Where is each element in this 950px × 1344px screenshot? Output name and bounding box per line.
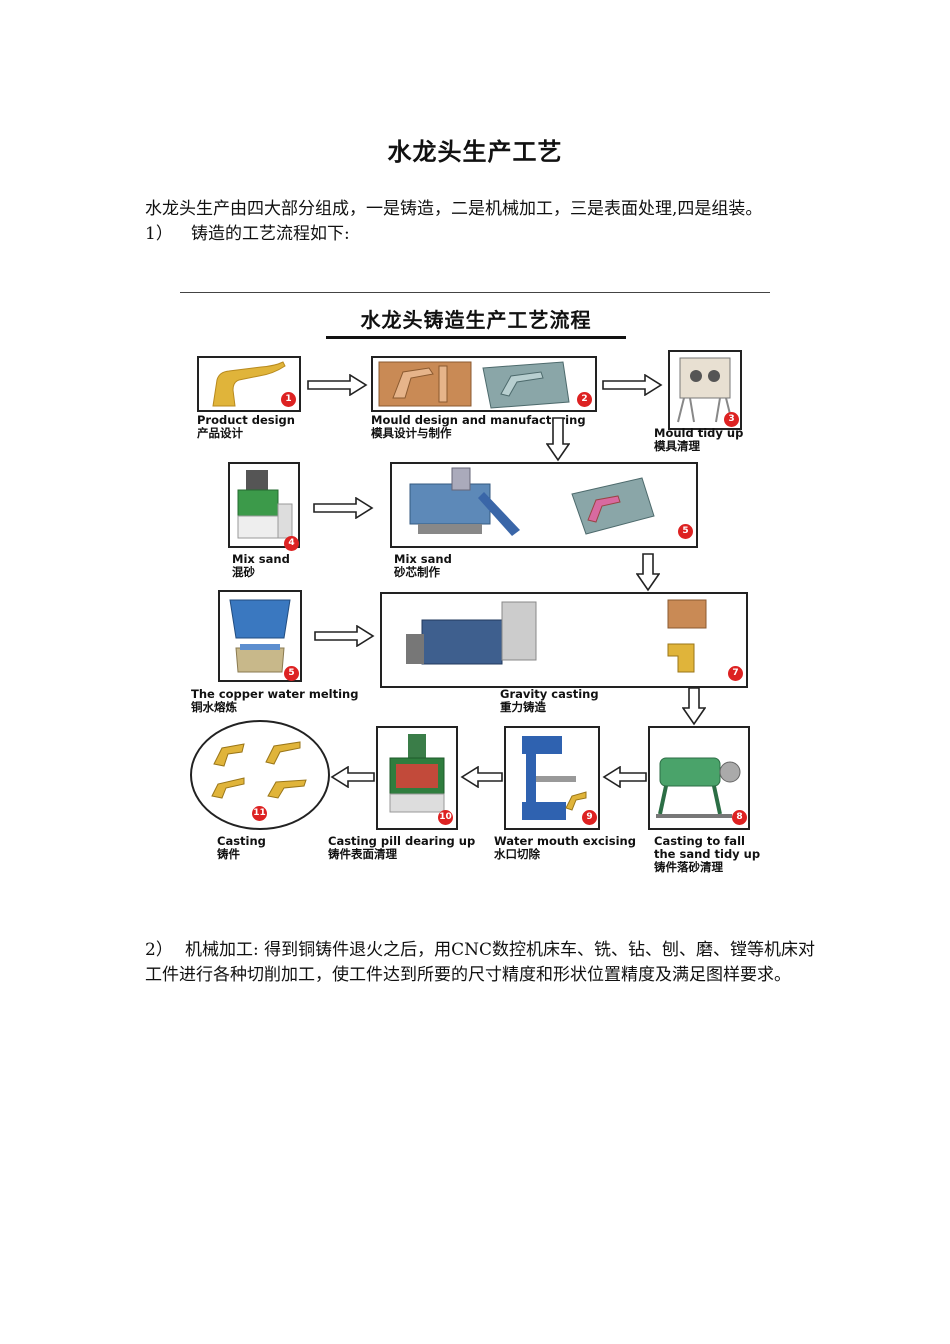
shot-blast-machine-image (389, 734, 445, 813)
step-badge: 10 (438, 810, 453, 825)
step-8-box: 8 (648, 726, 750, 830)
sand-core-machine-image (409, 467, 655, 536)
step-badge: 7 (728, 666, 743, 681)
step-2-box: 2 (371, 356, 597, 412)
step-1-heading: 1） 铸造的工艺流程如下: (145, 222, 817, 247)
sand-mixer-image (237, 470, 293, 539)
flow-title: 水龙头铸造生产工艺流程 (326, 306, 626, 339)
melting-furnace-image (229, 599, 291, 673)
band-saw-image (522, 736, 587, 820)
step-badge: 2 (577, 392, 592, 407)
arrow-right-icon (314, 625, 375, 647)
step-badge: 5 (678, 524, 693, 539)
step-4-box: 4 (228, 462, 300, 551)
sand-drum-image (656, 757, 741, 818)
faucet-product-image (212, 361, 286, 407)
step-7-box: 7 (380, 592, 748, 688)
step-11-box: 11 (190, 720, 330, 830)
step-10-box: 10 (376, 726, 458, 830)
step-badge: 3 (724, 412, 739, 427)
step-6-box: 5 (218, 590, 302, 682)
arrow-down-icon (546, 417, 570, 462)
arrow-left-icon (460, 766, 503, 788)
step-2-paragraph: 2）机械加工: 得到铜铸件退火之后，用CNC数控机床车、铣、钻、刨、磨、镗等机床… (145, 938, 817, 988)
step-3-box: 3 (668, 350, 742, 430)
step-badge: 8 (732, 810, 747, 825)
arrow-right-icon (307, 374, 368, 396)
gravity-casting-image (406, 599, 707, 673)
step-badge: 1 (281, 392, 296, 407)
arrow-left-icon (602, 766, 647, 788)
intro-paragraph: 水龙头生产由四大部分组成，一是铸造，二是机械加工，三是表面处理,四是组装。 (145, 199, 763, 219)
step-5-box: 5 (390, 462, 698, 548)
step-badge: 11 (252, 806, 267, 821)
castings-image (211, 741, 307, 799)
step-1-box: 1 (197, 356, 301, 412)
step-1-number: 1） (145, 224, 173, 244)
tidy-machine-image (677, 357, 733, 423)
diagram-top-rule (180, 292, 770, 293)
arrow-left-icon (330, 766, 375, 788)
arrow-down-icon (682, 687, 706, 726)
step-1-text: 铸造的工艺流程如下: (191, 224, 350, 244)
step-badge: 5 (284, 666, 299, 681)
step-badge: 4 (284, 536, 299, 551)
arrow-right-icon (313, 497, 374, 519)
arrow-right-icon (602, 374, 663, 396)
step-2-number: 2） (145, 940, 173, 960)
step-2-text: 机械加工: 得到铜铸件退火之后，用CNC数控机床车、铣、钻、刨、磨、镗等机床对工… (145, 940, 816, 985)
document-title: 水龙头生产工艺 (387, 137, 563, 166)
arrow-down-icon (636, 553, 660, 592)
mould-image (378, 361, 570, 409)
step-badge: 9 (582, 810, 597, 825)
step-9-box: 9 (504, 726, 600, 830)
